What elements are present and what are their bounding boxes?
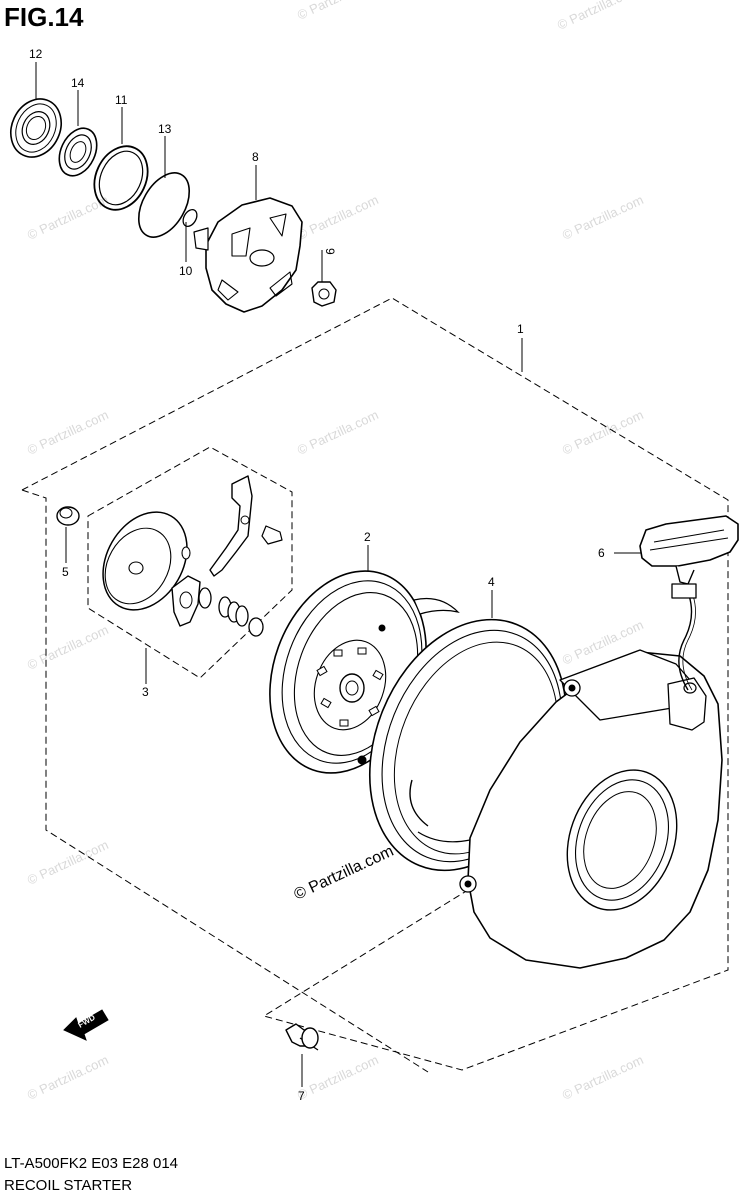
callout-7: 7: [298, 1089, 305, 1103]
callout-8: 8: [252, 150, 259, 164]
watermark: © Partzilla.com: [295, 0, 381, 23]
leader-lines: [35, 62, 644, 1087]
figure-title: FIG.14: [4, 2, 84, 32]
callout-10: 10: [179, 264, 193, 278]
ratchet-assembly-3: [102, 475, 283, 637]
seal-14: [58, 127, 98, 177]
watermark: © Partzilla.com: [295, 407, 381, 458]
watermark: © Partzilla.com: [560, 192, 646, 243]
bolt-7: [285, 1023, 319, 1051]
nut-9: [311, 281, 337, 307]
callout-14: 14: [71, 76, 85, 90]
callout-13: 13: [158, 122, 172, 136]
callout-4: 4: [488, 575, 495, 589]
callout-1: 1: [517, 322, 524, 336]
watermark: © Partzilla.com: [295, 1052, 381, 1103]
cap-5: [56, 506, 80, 526]
callout-12: 12: [29, 47, 43, 61]
watermark: © Partzilla.com: [295, 192, 381, 243]
assembly-3-outline: [87, 446, 293, 679]
watermark: © Partzilla.com: [560, 407, 646, 458]
section-title: RECOIL STARTER: [4, 1177, 133, 1194]
o-ring-10: [182, 208, 198, 228]
watermark: © Partzilla.com: [25, 407, 111, 458]
watermark: © Partzilla.com: [25, 622, 111, 673]
fwd-direction-arrow: FWD: [63, 1009, 109, 1041]
watermark: © Partzilla.com: [25, 1052, 111, 1103]
watermark: © Partzilla.com: [555, 0, 641, 33]
callout-6: 6: [598, 546, 605, 560]
callout-3: 3: [142, 685, 149, 699]
model-code: LT-A500FK2 E03 E28 014: [4, 1155, 179, 1172]
housing-1: [459, 649, 723, 969]
callout-5: 5: [62, 565, 69, 579]
callout-11: 11: [115, 93, 128, 107]
ring-11: [93, 145, 149, 211]
o-ring-13: [137, 172, 191, 238]
watermark: © Partzilla.com: [560, 1052, 646, 1103]
callout-9: 9: [323, 248, 337, 255]
handle-6: [639, 515, 739, 599]
callout-2: 2: [364, 530, 371, 544]
assembly-1-outline: [21, 297, 729, 1073]
drive-pulley-8: [193, 197, 303, 313]
bearing-12: [10, 98, 62, 158]
watermark-main: © Partzilla.com: [292, 843, 397, 904]
callout-labels: 1 2 3 4 5 6 7 8 9 10 11 12 13 14: [29, 47, 605, 1103]
